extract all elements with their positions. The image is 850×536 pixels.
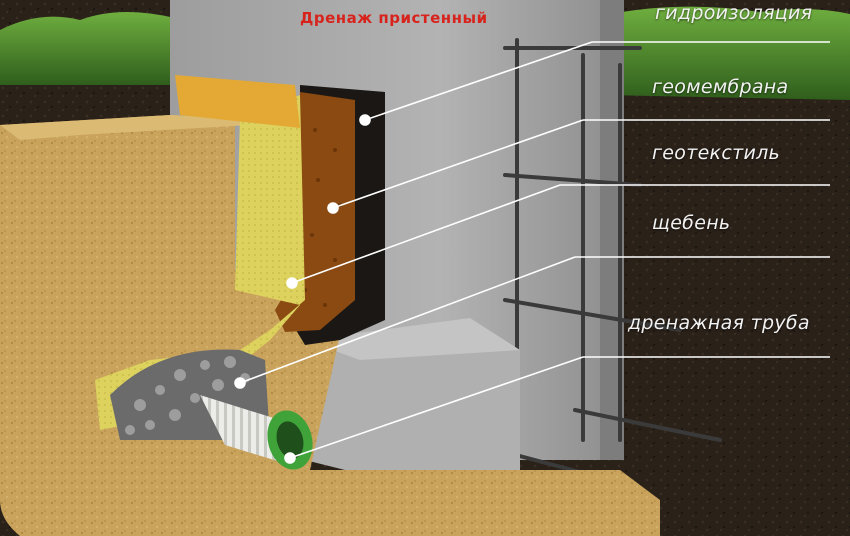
geotextile-layer	[95, 95, 305, 430]
footing-top	[305, 318, 520, 360]
label-drainage-pipe: дренажная труба	[628, 312, 810, 334]
geomembrane-dimples	[303, 128, 342, 307]
geotextile-top-fold	[175, 75, 300, 128]
label-gravel: щебень	[652, 212, 731, 234]
label-waterproofing: гидроизоляция	[655, 2, 813, 24]
leader-lines	[234, 41, 830, 464]
sand-top	[0, 115, 250, 140]
diagram-title: Дренаж пристенный	[300, 9, 488, 27]
drainage-pipe	[200, 395, 313, 470]
label-geotextile: геотекстиль	[652, 142, 781, 164]
grass-left	[0, 11, 178, 85]
grass-right	[605, 6, 850, 101]
label-geomembrane: геомембрана	[652, 76, 789, 98]
